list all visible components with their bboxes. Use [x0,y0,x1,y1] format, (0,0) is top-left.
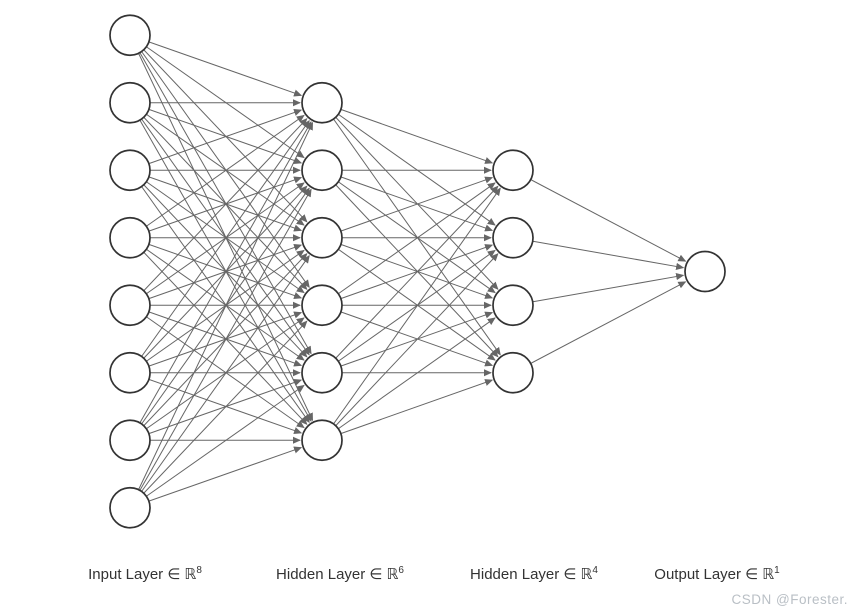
layer-name: Hidden Layer [470,566,560,583]
layer-dimension: 1 [774,565,780,576]
set-membership-symbol: ∈ ℝ [563,566,593,583]
layer-dimension: 6 [398,565,404,576]
layer-label-hidden-2: Hidden Layer∈ ℝ4 [470,566,598,584]
layer-label-hidden-1: Hidden Layer∈ ℝ6 [276,566,404,584]
edges [129,34,687,509]
set-membership-symbol: ∈ ℝ [167,566,197,583]
neurons [109,14,726,529]
set-membership-symbol: ∈ ℝ [745,566,775,583]
layer-label-input: Input Layer∈ ℝ8 [88,566,202,584]
layer-dimension: 8 [196,565,202,576]
watermark: CSDN @Forester. [731,592,848,607]
layer-name: Input Layer [88,566,164,583]
layer-label-output: Output Layer∈ ℝ1 [654,566,779,584]
layer-dimension: 4 [592,565,598,576]
layer-name: Hidden Layer [276,566,366,583]
layer-name: Output Layer [654,566,742,583]
set-membership-symbol: ∈ ℝ [369,566,399,583]
